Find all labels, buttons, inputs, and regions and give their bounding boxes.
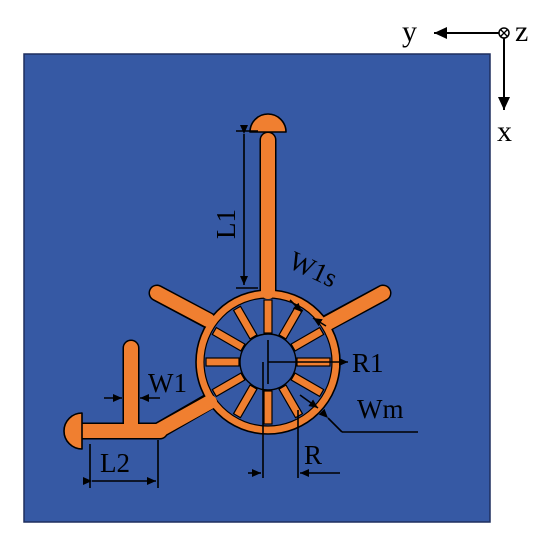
dimension-label-wm: Wm [357, 394, 404, 424]
radial-spokes [205, 299, 331, 425]
coordinate-system: y z x [402, 15, 528, 148]
y-axis-label: y [402, 15, 417, 48]
dimension-label-l1: L1 [211, 209, 241, 239]
antenna-patch [63, 113, 392, 450]
dimension-label-r: R [304, 440, 322, 470]
z-axis-label: z [515, 15, 528, 48]
dimension-label-l2: L2 [100, 448, 130, 478]
x-axis-label: x [497, 115, 512, 148]
left-cap [63, 412, 83, 450]
dimension-lines: L1 W1s R1 W1 Wm R L2 [83, 125, 418, 488]
dimension-label-r1: R1 [352, 348, 384, 378]
dimension-label-w1: W1 [148, 368, 187, 398]
top-cap [249, 113, 287, 133]
